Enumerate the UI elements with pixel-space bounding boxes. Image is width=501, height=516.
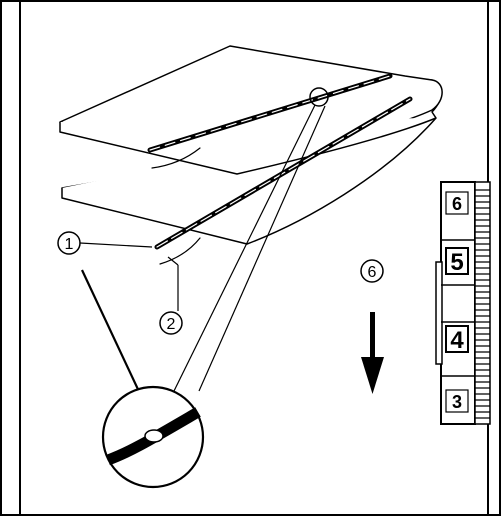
stitch-lines — [147, 73, 413, 265]
dial-number-3: 3 — [452, 392, 462, 412]
callout-1-label: 1 — [65, 236, 74, 253]
top-thread-tail — [151, 147, 201, 169]
callout-6: 6 — [360, 259, 384, 283]
stitch-length-dial: 6 5 4 3 — [435, 181, 491, 425]
callout-2-label: 2 — [167, 316, 176, 333]
dial-number-6: 6 — [452, 194, 462, 214]
magnifier-circle-icon — [101, 385, 205, 489]
arrow-down-icon — [361, 312, 384, 394]
callout-2: 2 — [159, 311, 183, 335]
callout-6-label: 6 — [368, 264, 377, 281]
bottom-stitch-white — [156, 98, 411, 248]
stitch-detail-marker — [309, 87, 329, 107]
top-stitch-white — [149, 75, 391, 151]
dial-number-4: 4 — [450, 327, 464, 354]
callout-1: 1 — [57, 231, 81, 255]
bottom-thread-tail — [159, 237, 201, 265]
dial-number-5: 5 — [450, 249, 463, 276]
